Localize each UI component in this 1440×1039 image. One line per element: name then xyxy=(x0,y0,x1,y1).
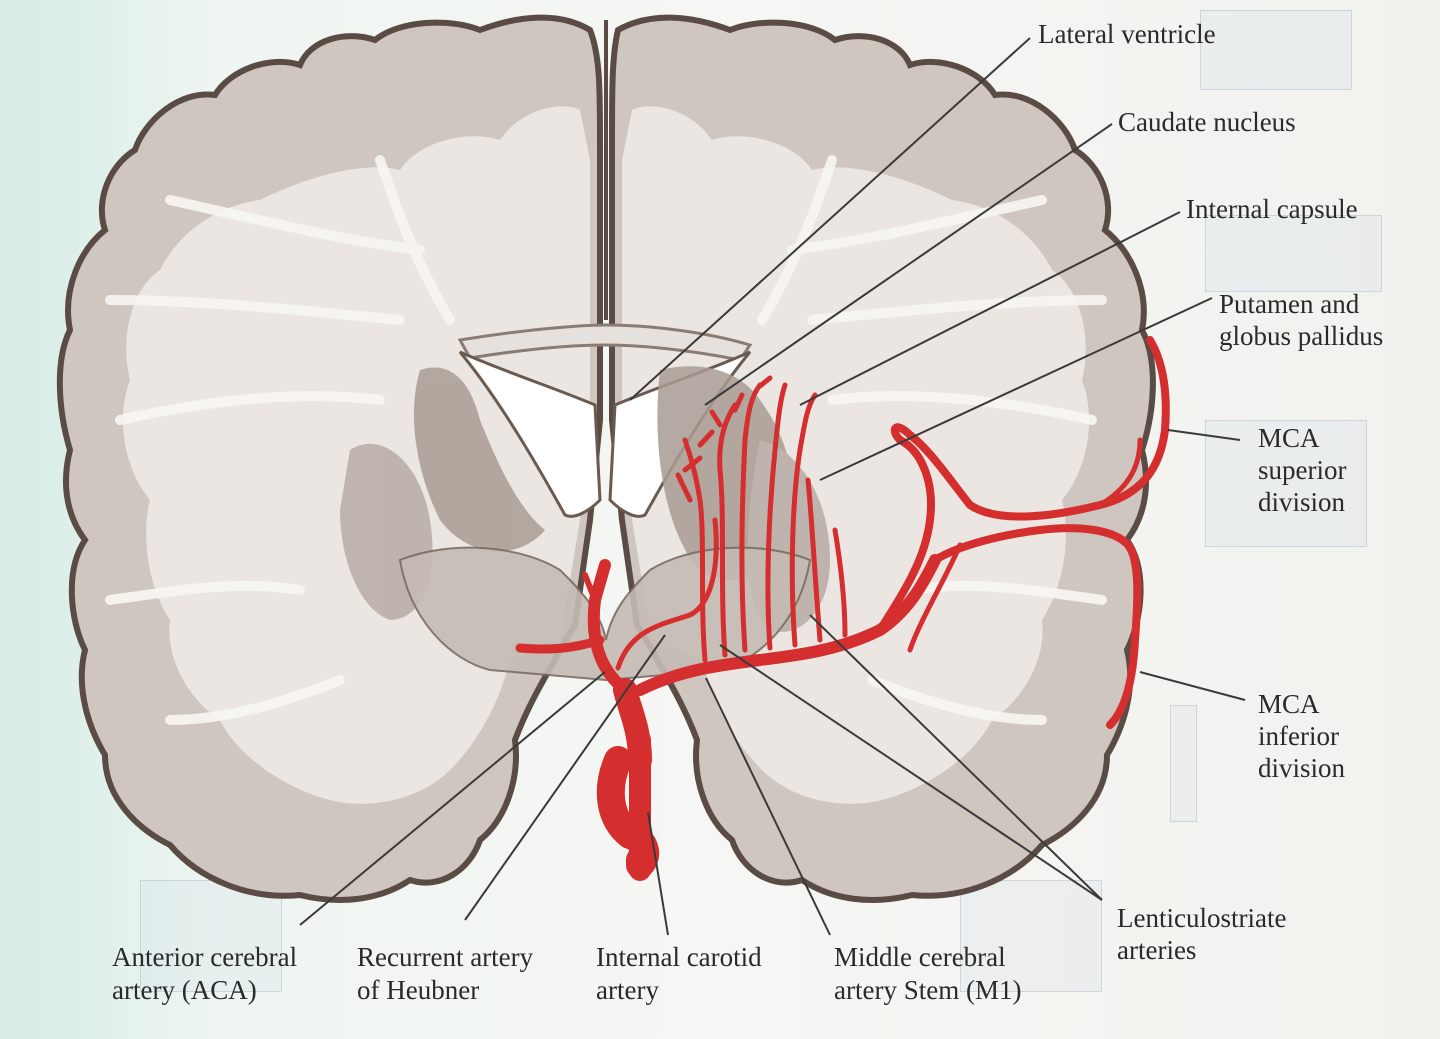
ghost-box xyxy=(1200,10,1352,90)
mca-inferior-division xyxy=(931,524,1142,729)
label-mca-inferior-line2: inferior xyxy=(1258,721,1339,751)
label-aca-line2: artery (ACA) xyxy=(112,975,257,1005)
label-ica-line1: Internal carotid xyxy=(596,942,762,972)
leader-putamen xyxy=(819,297,1213,481)
mca-superior-division xyxy=(876,336,1170,634)
label-lateral-ventricle: Lateral ventricle xyxy=(1038,19,1216,49)
label-putamen-line2: globus pallidus xyxy=(1219,321,1384,351)
label-internal-capsule: Internal capsule xyxy=(1186,194,1358,224)
leader-internal-capsule xyxy=(799,211,1181,406)
leader-m1 xyxy=(705,677,831,936)
ghost-box xyxy=(1170,705,1197,822)
ghost-box xyxy=(960,880,1102,992)
leader-mca-superior xyxy=(1167,429,1241,441)
label-lenticulostriate-line1: Lenticulostriate xyxy=(1117,903,1287,933)
leader-lines xyxy=(299,37,1246,936)
right-hemisphere xyxy=(609,14,1156,903)
left-hemisphere xyxy=(56,14,603,903)
label-putamen-line1: Putamen and xyxy=(1219,289,1360,319)
leader-mca-inferior xyxy=(1139,671,1246,701)
label-ica-line2: artery xyxy=(596,975,659,1005)
leader-aca xyxy=(299,671,606,926)
ghost-box xyxy=(140,880,282,992)
leader-heubner xyxy=(464,634,666,921)
ventral-midline-region xyxy=(398,546,812,682)
label-heubner-line2: of Heubner xyxy=(357,975,480,1005)
label-mca-inferior-line1: MCA xyxy=(1258,689,1320,719)
anterior-cerebral-artery xyxy=(587,559,631,696)
label-aca-line1: Anterior cerebral xyxy=(112,942,298,972)
middle-cerebral-artery-stem xyxy=(634,554,941,696)
label-mca-superior-line2: superior xyxy=(1258,455,1347,485)
leader-lateral-ventricle xyxy=(629,37,1031,401)
left-lateral-ventricle xyxy=(458,350,602,518)
lenticulostriate-arteries xyxy=(675,375,848,663)
label-m1-line1: Middle cerebral xyxy=(834,942,1006,972)
label-caudate-nucleus: Caudate nucleus xyxy=(1118,107,1296,137)
label-mca-inferior-line3: division xyxy=(1258,753,1346,783)
ghost-box xyxy=(1205,420,1367,547)
leader-caudate-nucleus xyxy=(704,123,1113,406)
label-mca-superior-line1: MCA xyxy=(1258,423,1320,453)
label-heubner-line1: Recurrent artery xyxy=(357,942,534,972)
recurrent-artery-of-heubner xyxy=(615,517,719,671)
arterial-tree xyxy=(515,336,1170,881)
corpus-callosum xyxy=(457,323,753,362)
leader-lenticulostriate-1 xyxy=(719,644,1103,901)
ghost-box xyxy=(1205,215,1382,292)
label-mca-superior-line3: division xyxy=(1258,487,1346,517)
label-m1-line2: artery Stem (M1) xyxy=(834,975,1022,1005)
leader-lenticulostriate-2 xyxy=(809,614,1103,901)
label-lenticulostriate-line2: arteries xyxy=(1117,935,1197,965)
leader-ica xyxy=(647,811,669,936)
